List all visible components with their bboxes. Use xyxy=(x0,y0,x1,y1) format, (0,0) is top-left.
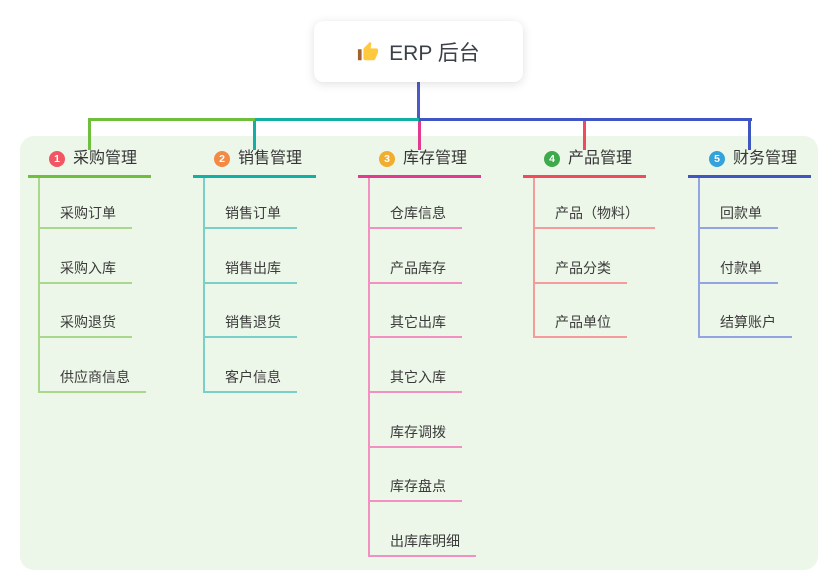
branch-node[interactable]: 2 销售管理 xyxy=(193,150,316,178)
bus-segment-teal xyxy=(255,118,419,121)
child-row: 产品单位 xyxy=(535,284,646,339)
branch-title: 产品管理 xyxy=(568,150,633,167)
thumbs-up-icon xyxy=(357,41,379,63)
branch-children: 回款单 付款单 结算账户 xyxy=(698,178,811,339)
child-row: 产品库存 xyxy=(370,229,481,284)
branch-2: 2 销售管理 销售订单 销售出库 销售退货 客户信息 xyxy=(193,150,316,394)
branch-node[interactable]: 5 财务管理 xyxy=(688,150,811,178)
bus-segment-blue xyxy=(419,118,752,121)
child-node[interactable]: 其它出库 xyxy=(370,314,462,339)
child-node[interactable]: 库存调拨 xyxy=(370,424,462,448)
child-node[interactable]: 仓库信息 xyxy=(370,205,462,229)
child-row: 仓库信息 xyxy=(370,178,481,229)
branch-drop-line-1 xyxy=(88,121,91,150)
branch-title: 财务管理 xyxy=(733,150,798,167)
child-row: 其它出库 xyxy=(370,284,481,339)
branch-drop-line-3 xyxy=(418,121,421,150)
child-node[interactable]: 销售退货 xyxy=(205,314,297,339)
branch-number-badge: 4 xyxy=(544,151,560,167)
child-row: 销售退货 xyxy=(205,284,316,339)
branch-drop-line-2 xyxy=(253,121,256,150)
branch-5: 5 财务管理 回款单 付款单 结算账户 xyxy=(688,150,811,339)
child-node[interactable]: 产品库存 xyxy=(370,260,462,284)
bus-segment-green xyxy=(88,118,255,121)
branch-drop-line-4 xyxy=(583,121,586,150)
branch-title: 库存管理 xyxy=(403,150,468,167)
branch-children: 仓库信息 产品库存 其它出库 其它入库 库存调拨 库存盘点 出库库明细 xyxy=(368,178,481,558)
branch-number-badge: 1 xyxy=(49,151,65,167)
branch-drop-line-5 xyxy=(748,121,751,150)
child-row: 产品分类 xyxy=(535,229,646,284)
branch-node[interactable]: 1 采购管理 xyxy=(28,150,151,178)
child-row: 回款单 xyxy=(700,178,811,229)
branch-number-badge: 5 xyxy=(709,151,725,167)
branch-children: 采购订单 采购入库 采购退货 供应商信息 xyxy=(38,178,151,394)
child-row: 其它入库 xyxy=(370,338,481,394)
child-row: 采购入库 xyxy=(40,229,151,284)
branch-4: 4 产品管理 产品（物料） 产品分类 产品单位 xyxy=(523,150,655,339)
branch-children: 销售订单 销售出库 销售退货 客户信息 xyxy=(203,178,316,394)
child-row: 出库库明细 xyxy=(370,502,481,558)
child-row: 库存盘点 xyxy=(370,448,481,503)
child-node[interactable]: 库存盘点 xyxy=(370,478,462,503)
child-node[interactable]: 供应商信息 xyxy=(40,369,146,394)
branch-node[interactable]: 3 库存管理 xyxy=(358,150,481,178)
child-node[interactable]: 采购订单 xyxy=(40,205,132,229)
child-row: 采购退货 xyxy=(40,284,151,339)
child-node[interactable]: 销售出库 xyxy=(205,260,297,284)
child-node[interactable]: 产品（物料） xyxy=(535,205,655,229)
child-row: 供应商信息 xyxy=(40,338,151,394)
child-node[interactable]: 其它入库 xyxy=(370,369,462,394)
branch-3: 3 库存管理 仓库信息 产品库存 其它出库 其它入库 库存调拨 库存盘点 出库库… xyxy=(358,150,481,558)
branch-number-badge: 2 xyxy=(214,151,230,167)
child-row: 库存调拨 xyxy=(370,393,481,448)
branch-children: 产品（物料） 产品分类 产品单位 xyxy=(533,178,655,339)
root-node-title: ERP 后台 xyxy=(389,41,480,65)
child-node[interactable]: 产品分类 xyxy=(535,260,627,284)
root-node-erp[interactable]: ERP 后台 xyxy=(314,21,523,82)
branch-1: 1 采购管理 采购订单 采购入库 采购退货 供应商信息 xyxy=(28,150,151,394)
child-row: 采购订单 xyxy=(40,178,151,229)
child-node[interactable]: 采购退货 xyxy=(40,314,132,339)
branch-node[interactable]: 4 产品管理 xyxy=(523,150,646,178)
branch-title: 采购管理 xyxy=(73,150,138,167)
child-node[interactable]: 客户信息 xyxy=(205,369,297,394)
child-row: 销售出库 xyxy=(205,229,316,284)
child-row: 客户信息 xyxy=(205,338,316,394)
child-node[interactable]: 回款单 xyxy=(700,205,778,229)
child-node[interactable]: 采购入库 xyxy=(40,260,132,284)
branch-title: 销售管理 xyxy=(238,150,303,167)
child-row: 产品（物料） xyxy=(535,178,655,229)
child-row: 结算账户 xyxy=(700,284,811,339)
child-node[interactable]: 产品单位 xyxy=(535,314,627,339)
child-node[interactable]: 付款单 xyxy=(700,260,778,284)
child-node[interactable]: 销售订单 xyxy=(205,205,297,229)
branch-number-badge: 3 xyxy=(379,151,395,167)
child-row: 付款单 xyxy=(700,229,811,284)
child-node[interactable]: 结算账户 xyxy=(700,314,792,339)
mindmap-panel-background xyxy=(20,136,818,570)
root-connector-line xyxy=(417,82,420,121)
child-row: 销售订单 xyxy=(205,178,316,229)
child-node[interactable]: 出库库明细 xyxy=(370,533,476,558)
